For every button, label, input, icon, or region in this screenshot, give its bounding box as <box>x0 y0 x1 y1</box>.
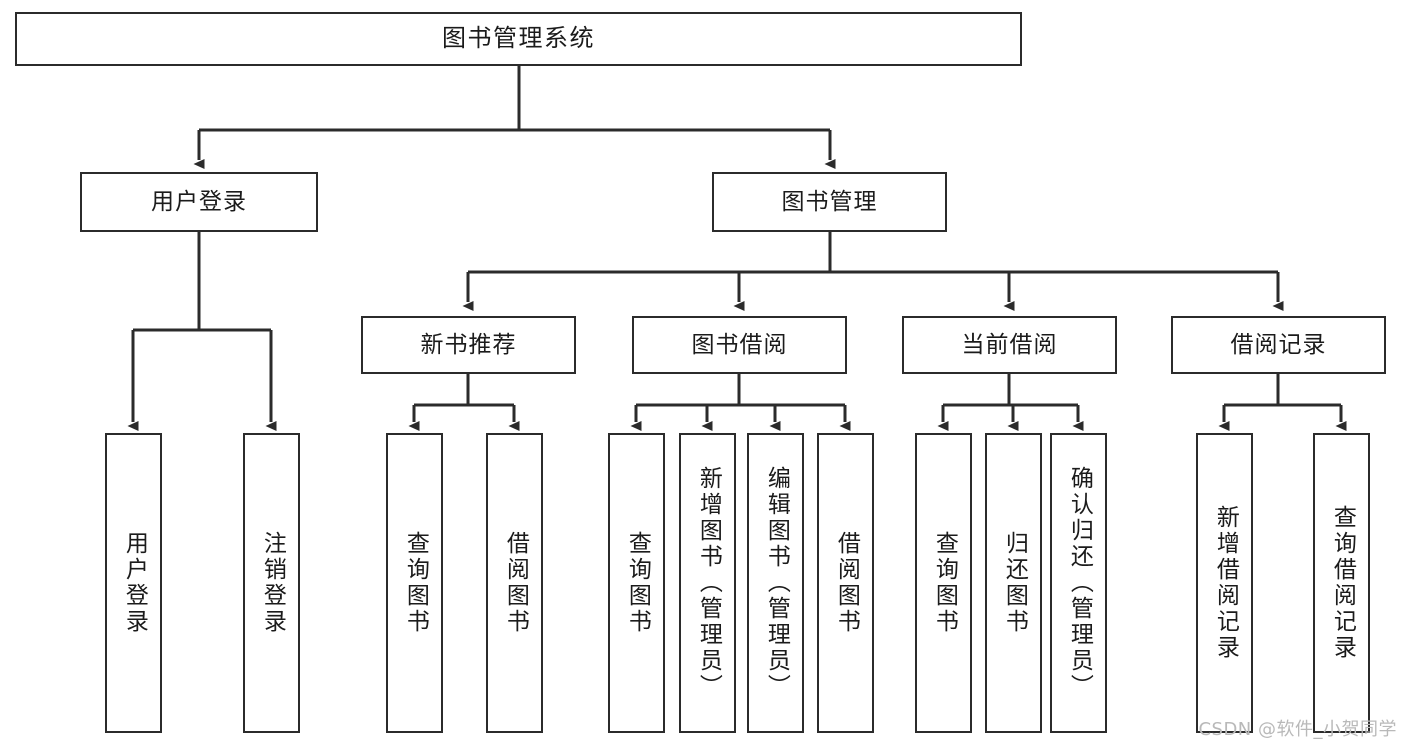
node-root-label: 图书管理系统 <box>442 24 595 53</box>
leaf-borrow-book-label: 借阅图书 <box>833 531 860 635</box>
leaf-confirm-return[interactable]: 确认归还（管理员） <box>1050 433 1107 733</box>
leaf-add-borrow-record-label: 新增借阅记录 <box>1212 505 1239 661</box>
node-root[interactable]: 图书管理系统 <box>15 12 1022 66</box>
leaf-return-book[interactable]: 归还图书 <box>985 433 1042 733</box>
leaf-edit-book-label: 编辑图书（管理员） <box>763 466 790 700</box>
node-book-borrow-label: 图书借阅 <box>691 331 788 358</box>
leaf-user-login[interactable]: 用户登录 <box>105 433 162 733</box>
leaf-add-book-label: 新增图书（管理员） <box>695 466 722 700</box>
leaf-query-book-recommend-label: 查询图书 <box>402 531 429 635</box>
watermark: CSDN @软件_小贺同学 <box>1198 719 1397 740</box>
node-user-login[interactable]: 用户登录 <box>80 172 318 232</box>
leaf-query-book-current-label: 查询图书 <box>931 531 958 635</box>
leaf-borrow-book[interactable]: 借阅图书 <box>817 433 874 733</box>
node-new-book-recommendation-label: 新书推荐 <box>420 331 517 358</box>
leaf-query-book-current[interactable]: 查询图书 <box>915 433 972 733</box>
leaf-query-borrow-record[interactable]: 查询借阅记录 <box>1313 433 1370 733</box>
node-borrow-record[interactable]: 借阅记录 <box>1171 316 1386 374</box>
leaf-borrow-book-recommend-label: 借阅图书 <box>502 531 529 635</box>
node-user-login-label: 用户登录 <box>151 188 247 215</box>
leaf-borrow-book-recommend[interactable]: 借阅图书 <box>486 433 543 733</box>
node-borrow-record-label: 借阅记录 <box>1230 331 1327 358</box>
leaf-confirm-return-label: 确认归还（管理员） <box>1066 466 1093 700</box>
leaf-return-book-label: 归还图书 <box>1001 531 1028 635</box>
leaf-query-book-borrow[interactable]: 查询图书 <box>608 433 665 733</box>
node-current-borrow-label: 当前借阅 <box>961 331 1058 358</box>
leaf-add-borrow-record[interactable]: 新增借阅记录 <box>1196 433 1253 733</box>
leaf-edit-book[interactable]: 编辑图书（管理员） <box>747 433 804 733</box>
leaf-logout-label: 注销登录 <box>259 531 286 635</box>
leaf-query-book-recommend[interactable]: 查询图书 <box>386 433 443 733</box>
node-new-book-recommendation[interactable]: 新书推荐 <box>361 316 576 374</box>
leaf-query-book-borrow-label: 查询图书 <box>624 531 651 635</box>
leaf-query-borrow-record-label: 查询借阅记录 <box>1329 505 1356 661</box>
node-current-borrow[interactable]: 当前借阅 <box>902 316 1117 374</box>
leaf-logout[interactable]: 注销登录 <box>243 433 300 733</box>
node-book-manage[interactable]: 图书管理 <box>712 172 947 232</box>
leaf-add-book[interactable]: 新增图书（管理员） <box>679 433 736 733</box>
node-book-borrow[interactable]: 图书借阅 <box>632 316 847 374</box>
leaf-user-login-label: 用户登录 <box>121 531 148 635</box>
node-book-manage-label: 图书管理 <box>781 188 878 215</box>
